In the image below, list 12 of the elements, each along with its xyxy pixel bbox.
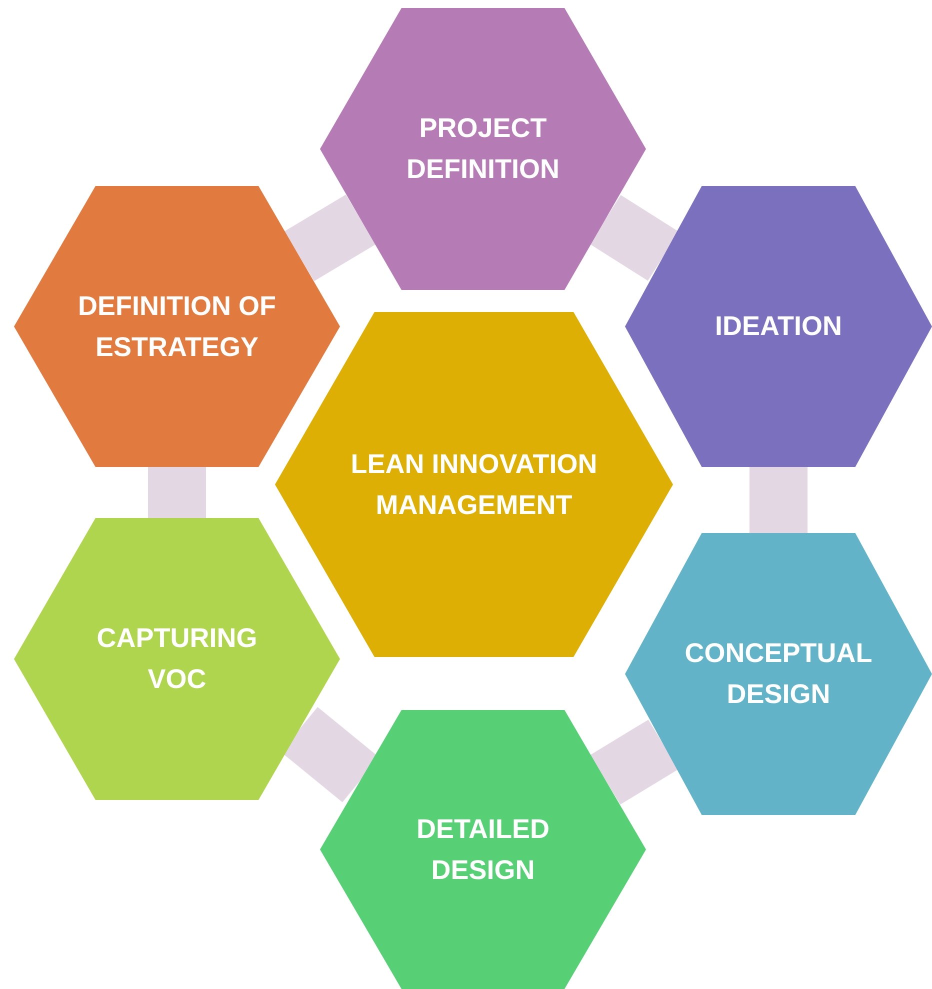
connector-band [590,720,678,805]
stage-label: DEFINITION OF ESTRATEGY [76,290,277,364]
stage-label: LEAN INNOVATION MANAGEMENT [350,448,598,522]
stage-label: IDEATION [714,310,843,343]
connector-band [148,467,206,518]
stage-label: DETAILED DESIGN [415,812,550,886]
stage-label: PROJECT DEFINITION [405,112,560,186]
connector-band [750,467,808,533]
stage-label: CAPTURING VOC [96,622,258,696]
connector-band [284,194,376,282]
connector-band [590,195,679,281]
stage-label: CONCEPTUAL DESIGN [684,637,874,711]
